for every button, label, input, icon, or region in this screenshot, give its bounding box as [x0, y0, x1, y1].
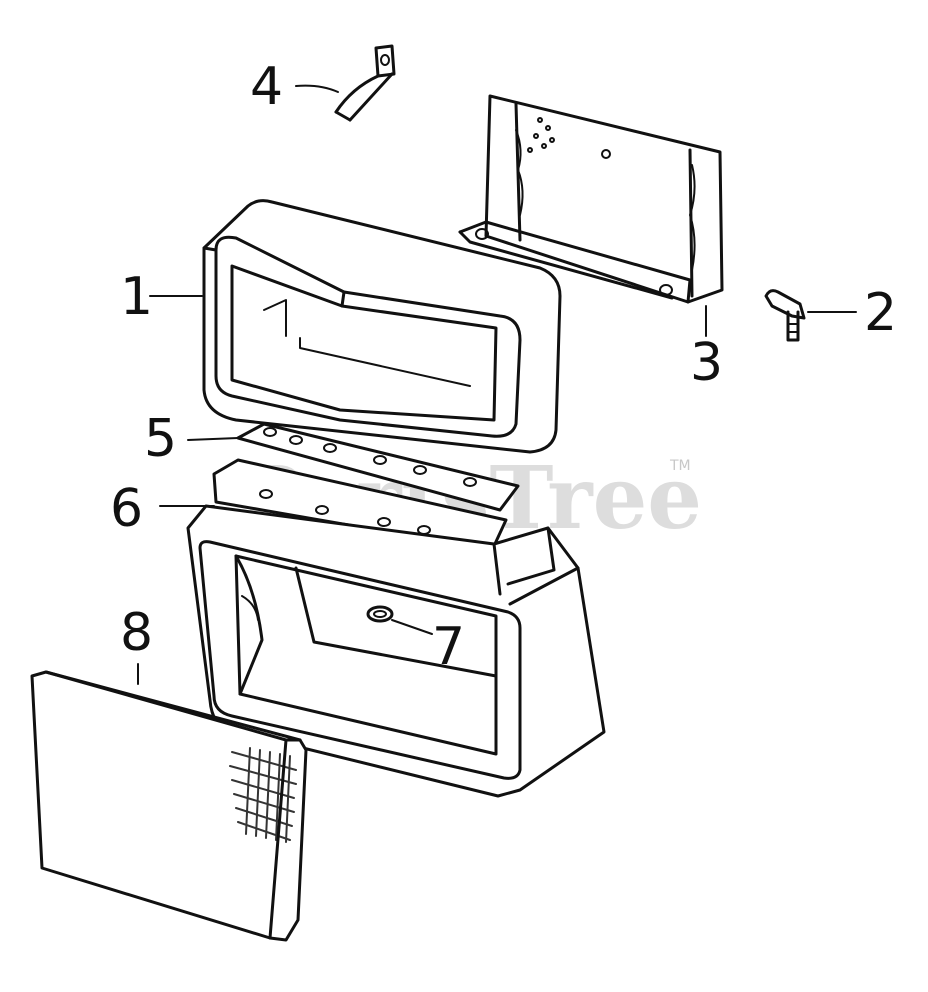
part-5-gasket [236, 422, 520, 512]
leader-lines [137, 84, 857, 685]
callout-6: 6 [110, 479, 143, 539]
leader-5 [187, 437, 239, 441]
part-2-bolt [764, 289, 806, 342]
callout-5: 5 [144, 409, 177, 469]
part-1-upper-housing [202, 199, 562, 454]
callout-3: 3 [690, 333, 723, 393]
callout-4: 4 [250, 57, 283, 117]
callout-8: 8 [120, 603, 153, 663]
callout-1: 1 [120, 267, 153, 327]
leader-7 [391, 619, 433, 635]
part-3-bracket [458, 94, 724, 304]
watermark-trademark: TM [669, 458, 691, 474]
callout-labels: 1 2 3 4 5 6 7 8 [110, 57, 897, 677]
callout-2: 2 [864, 283, 897, 343]
leader-4 [295, 84, 339, 93]
part-8-lens [30, 670, 308, 942]
part-4-clip [334, 44, 396, 122]
callout-7: 7 [432, 617, 465, 677]
